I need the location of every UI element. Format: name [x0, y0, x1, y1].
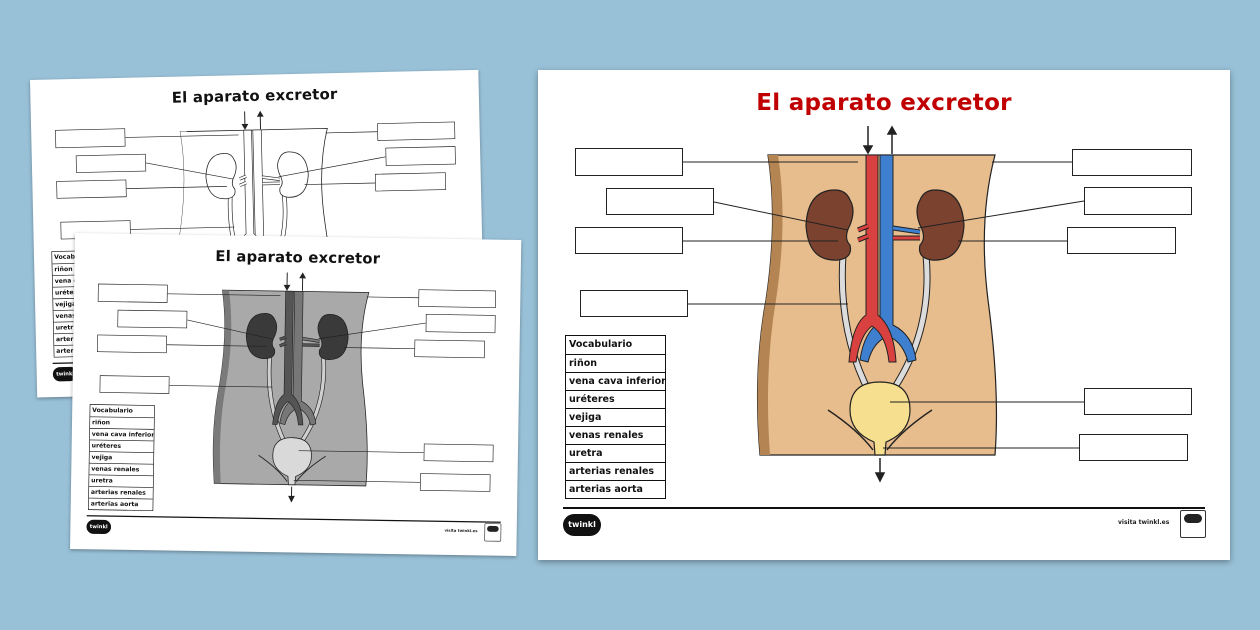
label-box[interactable] [1072, 149, 1192, 176]
label-box[interactable] [55, 128, 126, 149]
label-box[interactable] [97, 283, 168, 303]
vocabulary-header: Vocabulario [92, 406, 133, 415]
excretory-system-diagram [683, 125, 1085, 483]
torso-shadow [213, 290, 232, 484]
leader-lines [683, 161, 1085, 449]
vocabulary-item: venas renales [566, 426, 665, 444]
vocabulary-item: arterias aorta [88, 497, 153, 511]
quality-badge-icon [1180, 510, 1206, 538]
label-box[interactable] [423, 443, 494, 463]
label-box[interactable] [377, 121, 456, 141]
footer-website: visita twinkl.es [444, 528, 478, 534]
aorta [272, 290, 304, 426]
bladder [849, 381, 911, 456]
vocabulary-item: uretra [89, 474, 154, 488]
quality-badge-icon [484, 523, 502, 542]
footer-website: visita twinkl.es [1118, 519, 1170, 526]
leader-lines [166, 293, 426, 483]
vocabulary-table: Vocabulario riñon vena cava inferior uré… [88, 404, 155, 511]
bladder [272, 437, 312, 486]
vocabulary-item: riñon [566, 354, 665, 372]
label-box[interactable] [96, 334, 167, 354]
label-box[interactable] [606, 188, 714, 215]
vocabulary-item: vejiga [89, 451, 154, 464]
vocabulary-item: arterias renales [566, 462, 665, 480]
kidney-left [205, 152, 237, 200]
kidney-right [916, 189, 965, 261]
label-box[interactable] [1079, 434, 1188, 461]
twinkl-logo: twinkl [86, 519, 112, 535]
pelvis-line [258, 454, 326, 482]
aorta [848, 154, 897, 363]
label-box[interactable] [56, 179, 127, 199]
label-box[interactable] [575, 227, 683, 254]
vocabulary-item: vena cava inferior [566, 372, 665, 390]
vocabulary-item: vejiga [566, 408, 665, 426]
vocabulary-header: Vocabulario [569, 339, 633, 350]
worksheet-page-colour: El aparato excretor Vocabulario riñon ve… [538, 70, 1230, 560]
label-box[interactable] [1067, 227, 1176, 254]
kidney-left [805, 189, 854, 261]
vocabulary-item: arterias renales [88, 486, 153, 499]
arrows [283, 272, 307, 503]
label-box[interactable] [418, 289, 496, 308]
kidney-right [317, 314, 349, 360]
torso-shadow [757, 155, 783, 455]
label-box[interactable] [75, 153, 147, 173]
label-box[interactable] [99, 375, 170, 394]
worksheet-title: El aparato excretor [756, 90, 1012, 116]
footer-divider [563, 507, 1205, 509]
excretory-system-diagram [166, 272, 426, 503]
label-box[interactable] [425, 313, 496, 334]
label-box[interactable] [1084, 388, 1192, 415]
label-box[interactable] [1084, 187, 1192, 215]
vocabulary-item: uretra [566, 444, 665, 462]
label-box[interactable] [375, 172, 447, 192]
vocabulary-item: uréteres [566, 390, 665, 408]
label-box[interactable] [414, 339, 485, 359]
kidney-left [245, 313, 278, 359]
twinkl-logo: twinkl [563, 514, 601, 536]
vocabulary-item: vena cava inferior [89, 428, 154, 441]
vocabulary-item: riñon [89, 416, 155, 430]
label-box[interactable] [419, 473, 491, 492]
label-box[interactable] [117, 309, 188, 329]
label-box[interactable] [575, 148, 683, 176]
label-box[interactable] [580, 290, 688, 317]
vocabulary-item: venas renales [89, 462, 154, 476]
vocabulary-item: uréteres [89, 439, 154, 453]
arrows [862, 125, 898, 483]
vocabulary-item: arterias aorta [566, 480, 665, 498]
worksheet-page-greyscale: El aparato excretor Vocabulario riñon ve… [70, 233, 522, 557]
pelvis-line [827, 409, 933, 451]
vocabulary-table: Vocabulario riñon vena cava inferior uré… [565, 335, 666, 499]
kidney-right [277, 151, 309, 198]
label-box[interactable] [385, 146, 456, 166]
